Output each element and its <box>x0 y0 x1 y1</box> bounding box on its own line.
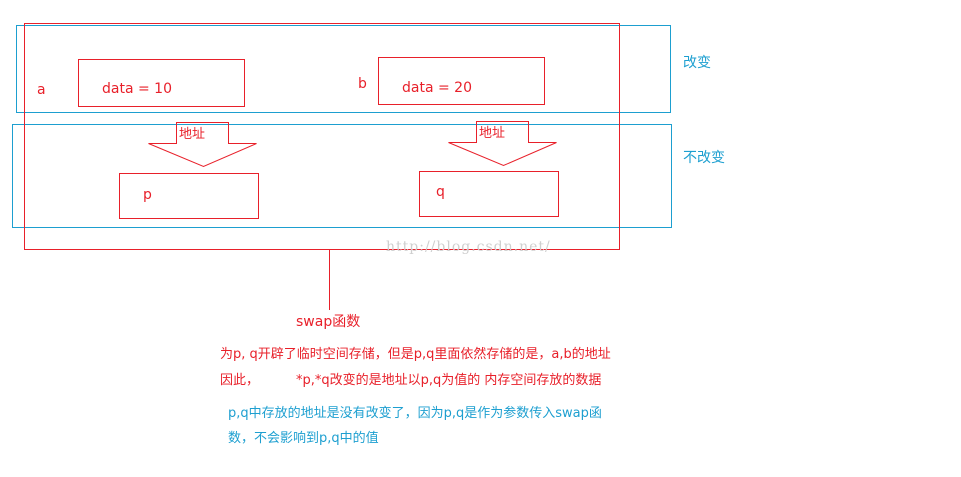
blue-note-line-1: p,q中存放的地址是没有改变了，因为p,q是作为参数传入swap函 <box>228 406 602 421</box>
p-box <box>119 173 259 219</box>
address-label-left: 地址 <box>179 127 206 142</box>
no-change-region-box <box>12 124 672 228</box>
data-b-text: data = 20 <box>402 80 472 96</box>
data-b-box <box>378 57 545 105</box>
red-note-line-2-prefix: 因此， <box>220 373 260 388</box>
change-region-box <box>16 25 671 113</box>
blue-note-line-2: 数，不会影响到p,q中的值 <box>228 431 379 446</box>
red-note-line-2: *p,*q改变的是地址以p,q为值的 内存空间存放的数据 <box>296 373 602 388</box>
data-a-box <box>78 59 245 107</box>
data-a-text: data = 10 <box>102 81 172 97</box>
watermark-text: http://blog.csdn.net/ <box>386 239 551 255</box>
swap-function-label: swap函数 <box>296 314 361 330</box>
address-label-right: 地址 <box>479 126 506 141</box>
address-arrow-right <box>448 121 557 167</box>
pointer-p-label: p <box>143 187 152 203</box>
address-arrow-left <box>148 122 257 168</box>
q-box <box>419 171 559 217</box>
change-label: 改变 <box>683 55 711 71</box>
var-b-label: b <box>358 76 367 92</box>
red-note-line-1: 为p, q开辟了临时空间存储，但是p,q里面依然存储的是，a,b的地址 <box>220 347 611 362</box>
var-a-label: a <box>37 82 46 98</box>
pointer-q-label: q <box>436 184 445 200</box>
swap-function-frame <box>24 23 620 250</box>
no-change-label: 不改变 <box>683 150 725 166</box>
